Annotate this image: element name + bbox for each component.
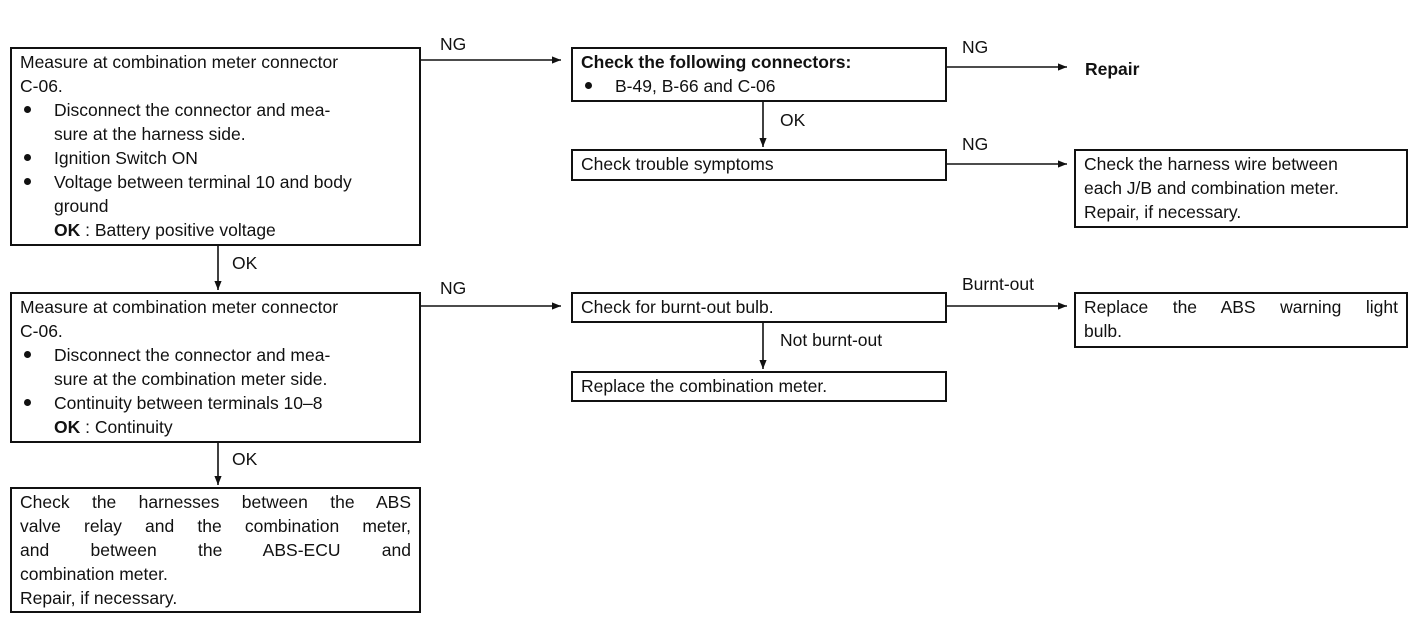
box2-line2: C-06.	[20, 321, 63, 341]
step-replace-combination-meter-box: Replace the combination meter.	[571, 371, 947, 402]
box1-ok-line: OK : Battery positive voltage	[20, 218, 411, 242]
box3-line4: combination meter.	[20, 564, 168, 584]
box3-line5: Repair, if necessary.	[20, 588, 178, 608]
box2-bullet2: Continuity between terminals 10–8	[20, 391, 411, 415]
box1-ok-key: OK	[54, 220, 81, 240]
label-ok-box4: OK	[780, 110, 806, 130]
box6-line3: Repair, if necessary.	[1084, 202, 1242, 222]
box2-ok-value: : Continuity	[85, 417, 173, 437]
box1-line2: C-06.	[20, 76, 63, 96]
box1-bullet2: Ignition Switch ON	[20, 146, 411, 170]
box5-text: Check trouble symptoms	[581, 154, 774, 174]
box1-bullet1-a: Disconnect the connector and mea-	[20, 98, 411, 122]
label-not-burnt-out: Not burnt-out	[780, 330, 883, 350]
label-ok-box2: OK	[232, 449, 258, 469]
box1-bullet3-b: ground	[54, 196, 109, 216]
label-ng-box1: NG	[440, 34, 467, 54]
label-burnt-out: Burnt-out	[962, 274, 1034, 294]
step-replace-warning-light-bulb-box: Replace the ABS warning light bulb.	[1074, 292, 1408, 348]
box3-line2: valve relay and the combination meter,	[20, 516, 411, 536]
box4-title: Check the following connectors:	[581, 52, 852, 72]
step-measure-continuity-box: Measure at combination meter connector C…	[10, 292, 421, 443]
label-ng-box5: NG	[962, 134, 989, 154]
box1-bullet3-a: Voltage between terminal 10 and body	[20, 170, 411, 194]
label-ng-box4: NG	[962, 37, 989, 57]
box2-bullet1-a: Disconnect the connector and mea-	[20, 343, 411, 367]
box1-line1: Measure at combination meter connector	[20, 52, 339, 72]
box4-bullet: B-49, B-66 and C-06	[581, 74, 937, 98]
box2-ok-line: OK : Continuity	[20, 415, 411, 439]
label-ok-box1: OK	[232, 253, 258, 273]
box9-line2: bulb.	[1084, 321, 1122, 341]
box8-text: Replace the combination meter.	[581, 376, 828, 396]
box6-line2: each J/B and combination meter.	[1084, 178, 1339, 198]
box1-bullet1-b: sure at the harness side.	[54, 124, 246, 144]
box9-line1: Replace the ABS warning light	[1084, 297, 1398, 317]
step-check-connectors-box: Check the following connectors: B-49, B-…	[571, 47, 947, 102]
step-check-harnesses-box: Check the harnesses between the ABS valv…	[10, 487, 421, 613]
repair-result: Repair	[1085, 59, 1140, 79]
box6-line1: Check the harness wire between	[1084, 154, 1338, 174]
box2-bullet1-b: sure at the combination meter side.	[54, 369, 328, 389]
step-measure-voltage-box: Measure at combination meter connector C…	[10, 47, 421, 246]
box2-line1: Measure at combination meter connector	[20, 297, 339, 317]
box7-text: Check for burnt-out bulb.	[581, 297, 774, 317]
box2-ok-key: OK	[54, 417, 81, 437]
step-check-harness-wire-box: Check the harness wire between each J/B …	[1074, 149, 1408, 228]
box3-line3: and between the ABS-ECU and	[20, 540, 411, 560]
step-check-trouble-symptoms-box: Check trouble symptoms	[571, 149, 947, 181]
label-ng-box2: NG	[440, 278, 467, 298]
step-check-burnt-out-bulb-box: Check for burnt-out bulb.	[571, 292, 947, 323]
box3-line1: Check the harnesses between the ABS	[20, 492, 411, 512]
box1-ok-value: : Battery positive voltage	[85, 220, 276, 240]
